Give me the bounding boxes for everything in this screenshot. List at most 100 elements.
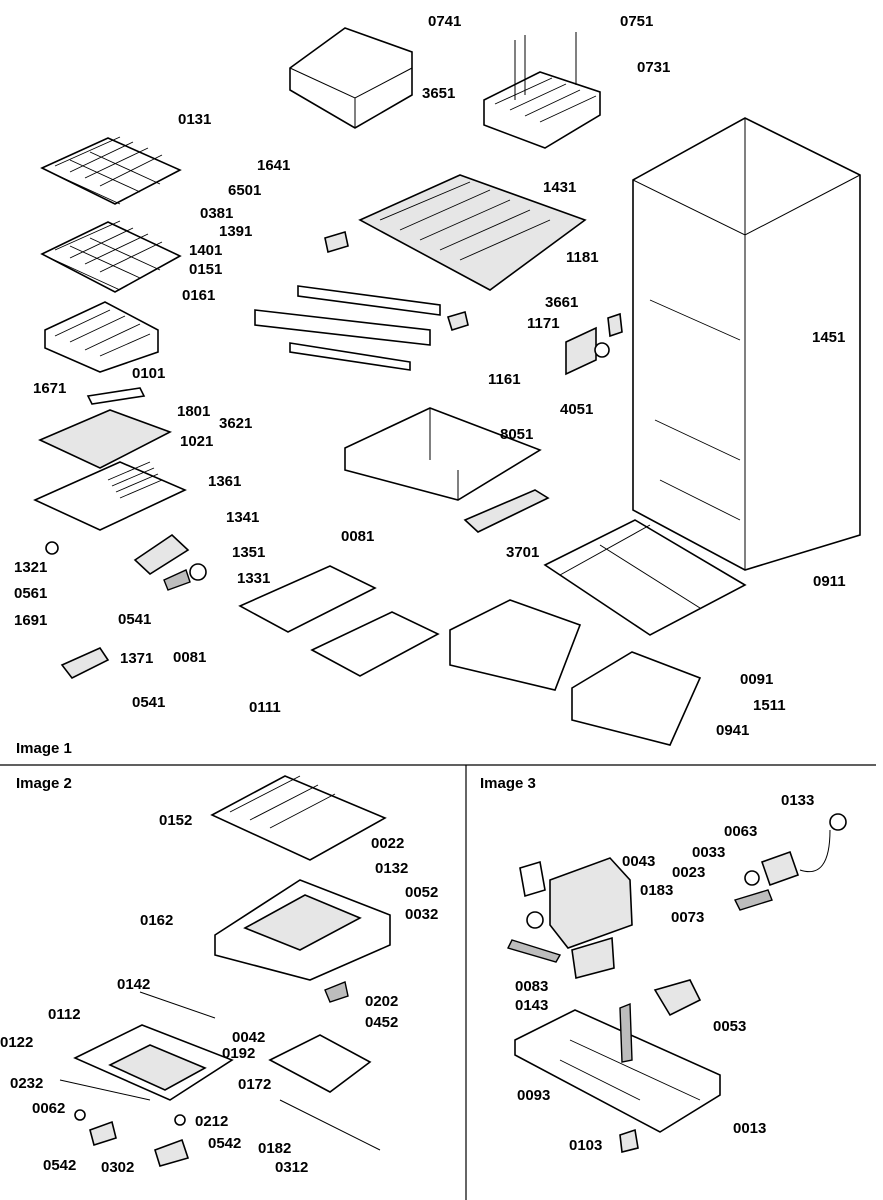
callout: 0182: [258, 1140, 291, 1157]
bracket-part: [60, 646, 110, 680]
callout: 0032: [405, 906, 438, 923]
callout: 1801: [177, 403, 210, 420]
callout: 0452: [365, 1014, 398, 1031]
callout: 0731: [637, 59, 670, 76]
image3-artwork: [506, 813, 847, 1153]
callout: 0022: [371, 835, 404, 852]
callout: 1691: [14, 612, 47, 629]
callout: 1351: [232, 544, 265, 561]
crisper-drawer-left-part: [449, 599, 582, 691]
basket-part: [44, 301, 159, 373]
callout: 0091: [740, 671, 773, 688]
socket-part: [133, 533, 190, 576]
callout: 0151: [189, 261, 222, 278]
callout: 0103: [569, 1137, 602, 1154]
callout: 0013: [733, 1120, 766, 1137]
shelf-frame-part: [358, 174, 587, 291]
callout: 6501: [228, 182, 261, 199]
light-shield-part: [254, 309, 431, 346]
callout: 8051: [500, 426, 533, 443]
callout: 0131: [178, 111, 211, 128]
callout: 0023: [672, 864, 705, 881]
callout: 1401: [189, 242, 222, 259]
callout: 1371: [120, 650, 153, 667]
lens-bar-part: [297, 285, 441, 316]
callout: 0132: [375, 860, 408, 877]
callout: 0142: [117, 976, 150, 993]
pan-drawer-part: [344, 407, 542, 501]
pane-title-image2: Image 2: [16, 775, 72, 792]
callout: 0302: [101, 1159, 134, 1176]
callout: 1021: [180, 433, 213, 450]
callout: 0152: [159, 812, 192, 829]
wire-shelf-mid-part: [40, 221, 182, 293]
glass-shelf-part-2: [310, 611, 440, 677]
callout: 0133: [781, 792, 814, 809]
callout: 0081: [173, 649, 206, 666]
glass-shelf-part-3: [210, 775, 387, 861]
callout: 1171: [527, 315, 560, 332]
evaporator-cover-part: [514, 1009, 721, 1133]
callout: 0042: [232, 1029, 265, 1046]
callout: 0073: [671, 909, 704, 926]
crisper-tray-part: [289, 27, 413, 129]
callout: 0941: [716, 722, 749, 739]
callout: 0063: [724, 823, 757, 840]
callout: 0053: [713, 1018, 746, 1035]
callout: 3701: [506, 544, 539, 561]
wire-shelf-top-part: [40, 137, 182, 205]
callout: 0101: [132, 365, 165, 382]
callout: 0212: [195, 1113, 228, 1130]
callout: 3661: [545, 294, 578, 311]
callout: 0033: [692, 844, 725, 861]
callout: 0112: [48, 1006, 81, 1023]
callout: 0081: [341, 528, 374, 545]
callout: 1161: [488, 371, 521, 388]
image2-artwork: [59, 775, 391, 1167]
crisper-cover-part: [543, 519, 747, 636]
image1-artwork: [33, 27, 861, 746]
trim-bar-part: [289, 342, 411, 371]
crisper-drawer-right-part: [571, 651, 702, 746]
callout: 3621: [219, 415, 252, 432]
callout: 1181: [566, 249, 599, 266]
rack-part: [483, 71, 601, 149]
callout: 1511: [753, 697, 786, 714]
callout: 0161: [182, 287, 215, 304]
callout: 0541: [132, 694, 165, 711]
callout: 0052: [405, 884, 438, 901]
control-panel-part: [268, 1034, 372, 1093]
callout: 0062: [32, 1100, 65, 1117]
light-housing-part: [33, 461, 187, 531]
callout: 1431: [543, 179, 576, 196]
callout: 4051: [560, 401, 593, 418]
glass-shelf-part-1: [238, 565, 377, 633]
callout: 1391: [219, 223, 252, 240]
callout: 0183: [640, 882, 673, 899]
air-damper-part: [549, 857, 633, 949]
pane-title-image1: Image 1: [16, 740, 72, 757]
callout: 1331: [237, 570, 270, 587]
callout: 0083: [515, 978, 548, 995]
callout: 1341: [226, 509, 259, 526]
cover-strip-part: [86, 387, 146, 405]
callout: 0232: [10, 1075, 43, 1092]
callout: 1641: [257, 157, 290, 174]
callout: 0542: [43, 1157, 76, 1174]
callout: 1671: [33, 380, 66, 397]
control-housing-part: [38, 409, 172, 469]
callout: 0381: [200, 205, 233, 222]
callout: 0162: [140, 912, 173, 929]
callout: 0202: [365, 993, 398, 1010]
callout: 0192: [222, 1045, 255, 1062]
callout: 0093: [517, 1087, 550, 1104]
callout: 3651: [422, 85, 455, 102]
callout: 0312: [275, 1159, 308, 1176]
callout: 1321: [14, 559, 47, 576]
callout: 0111: [249, 699, 281, 716]
callout: 1451: [812, 329, 845, 346]
callout: 0043: [622, 853, 655, 870]
callout: 1361: [208, 473, 241, 490]
callout: 0561: [14, 585, 47, 602]
